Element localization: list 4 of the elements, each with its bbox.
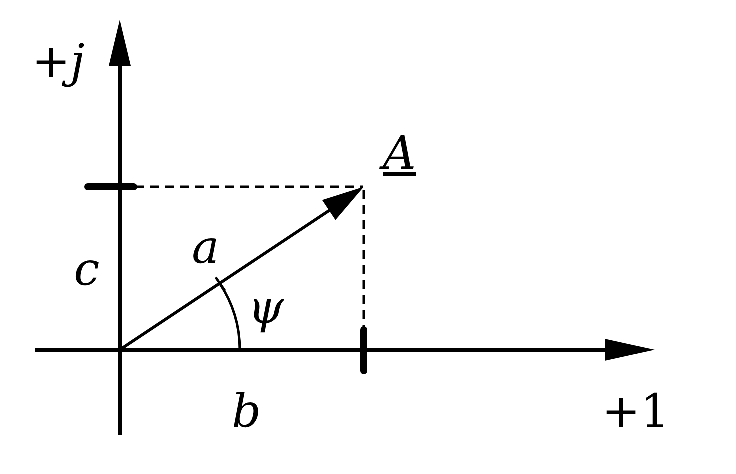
magnitude-label: a xyxy=(192,224,220,270)
axis-label: c xyxy=(74,246,100,292)
axis-label: +1 xyxy=(602,388,670,434)
axis-label: b xyxy=(232,388,262,434)
